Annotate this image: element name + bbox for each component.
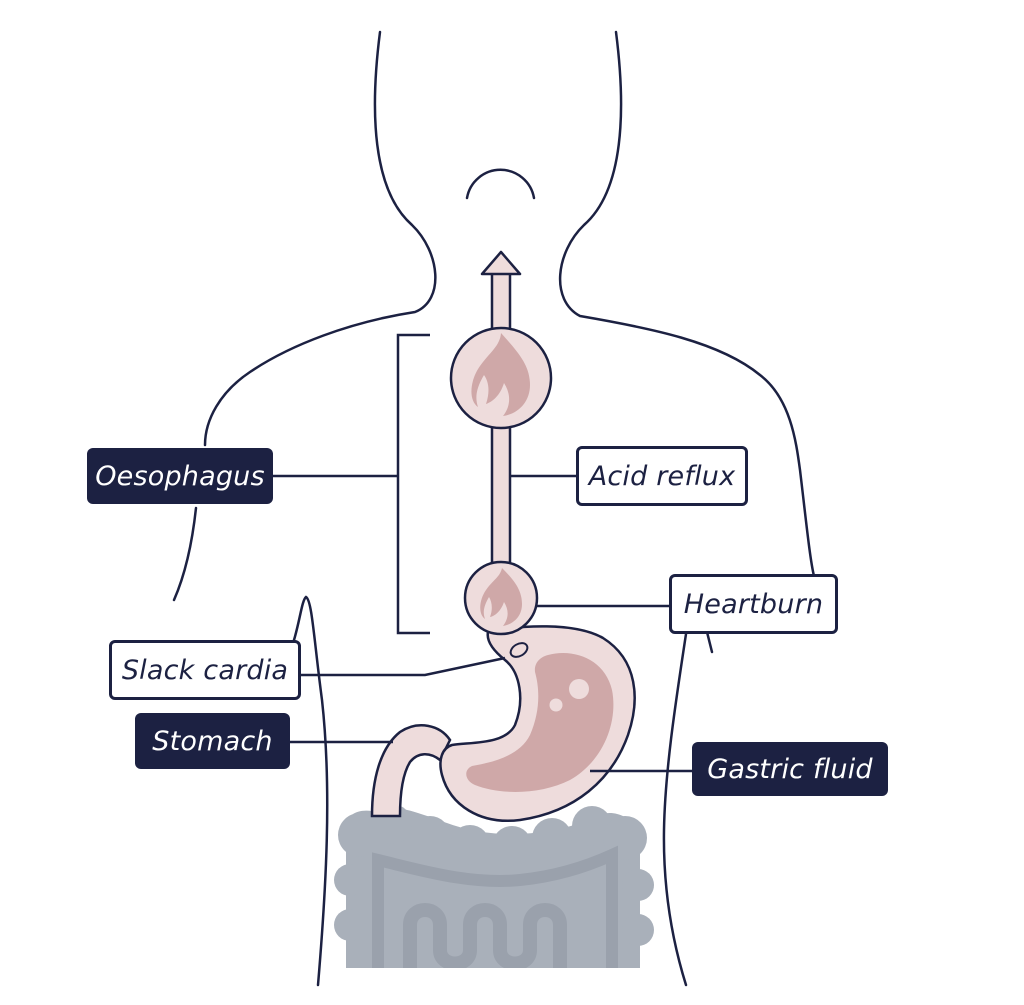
small-intestine-loops: [403, 903, 567, 975]
body-outline: [172, 30, 816, 987]
bubble-large: [569, 679, 589, 699]
intestines: [330, 804, 660, 980]
duodenum: [370, 724, 452, 818]
head-neck-right: [558, 30, 816, 578]
cardia-oval: [509, 642, 529, 658]
intestine-channel: [372, 845, 618, 974]
right-torso: [662, 632, 688, 987]
upper-flame-circle: [449, 326, 553, 430]
right-arm: [705, 630, 714, 654]
mouth-arc: [465, 168, 536, 200]
flame-icon: [480, 568, 522, 626]
stomach-label: Stomach: [135, 713, 290, 769]
intestine-base: [330, 968, 660, 980]
oesophagus-label: Oesophagus: [87, 448, 273, 504]
acid-reflux-label: Acid reflux: [576, 446, 748, 506]
heartburn-label: Heartburn: [669, 574, 838, 634]
lower-flame-circle: [463, 560, 539, 636]
oesophagus-bracket: [396, 333, 430, 635]
slack-cardia-leader: [300, 656, 506, 677]
upward-arrow-icon: [480, 250, 522, 276]
left-arm: [172, 506, 198, 602]
bubble-small: [549, 698, 563, 712]
left-torso: [292, 595, 329, 987]
gastric-fluid-label: Gastric fluid: [692, 742, 888, 796]
flame-icon: [471, 333, 530, 416]
leader-lines: [272, 333, 692, 773]
slack-cardia-label: Slack cardia: [109, 640, 301, 700]
head-neck-left: [203, 30, 437, 447]
